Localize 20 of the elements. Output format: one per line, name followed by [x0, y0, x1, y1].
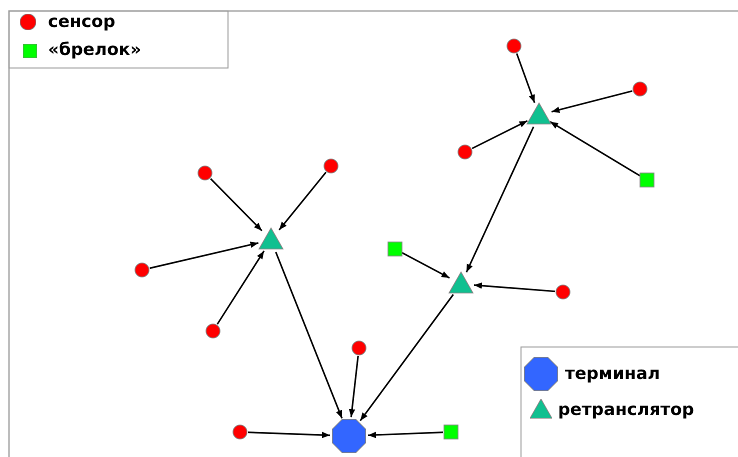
- arrow: [466, 126, 534, 273]
- arrow: [210, 178, 262, 232]
- arrow: [472, 120, 528, 150]
- arrow: [275, 252, 343, 419]
- arrow: [360, 294, 454, 422]
- arrow: [551, 90, 632, 113]
- arrow: [368, 432, 444, 438]
- arrow: [474, 282, 556, 292]
- legend-label: сенсор: [48, 12, 116, 32]
- arrow: [150, 242, 259, 269]
- arrow: [348, 356, 359, 418]
- arrow: [402, 252, 450, 279]
- legend-label: терминал: [565, 364, 660, 384]
- arrow: [550, 121, 641, 177]
- arrow: [278, 172, 327, 230]
- arrow: [248, 432, 330, 438]
- arrow: [216, 250, 265, 325]
- legend-label: «брелок»: [48, 40, 142, 60]
- legend-label: ретранслятор: [558, 400, 694, 420]
- arrow: [516, 53, 536, 104]
